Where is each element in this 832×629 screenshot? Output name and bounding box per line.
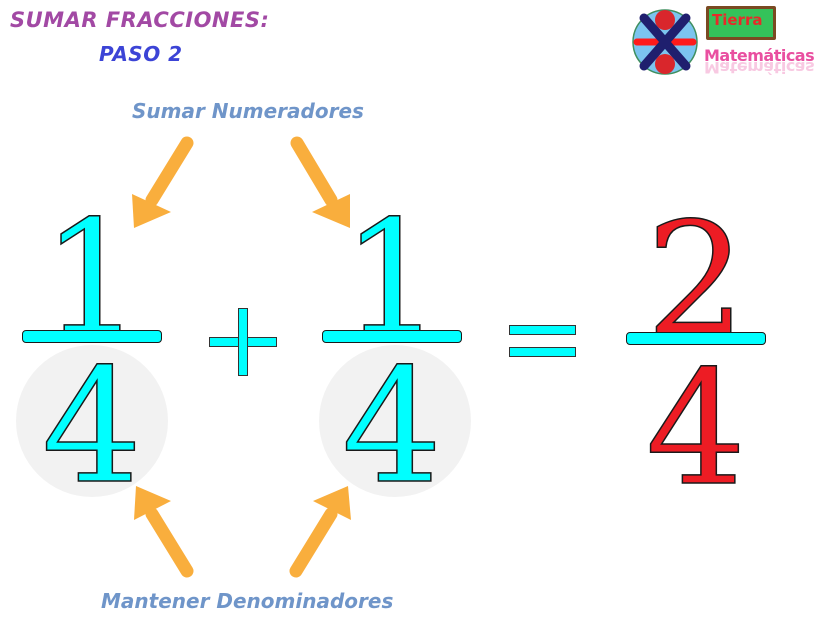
logo-x-icon: [632, 9, 698, 75]
result-denominator: 4: [645, 337, 747, 521]
logo-word-tierra: Tierra: [712, 11, 763, 29]
arrow-down-right-icon: [290, 136, 350, 228]
fraction2-bar: [322, 330, 462, 343]
fraction2-denominator: 4: [341, 335, 443, 519]
logo-word-matematicas: Matemáticas: [704, 46, 815, 65]
logo-board: Tierra: [706, 6, 776, 40]
equals-bottom-bar: [509, 347, 576, 357]
fraction1-bar: [22, 330, 162, 343]
denominator-highlight-1: [16, 345, 168, 497]
arrow-up-right-icon: [289, 486, 351, 578]
step-label: PASO 2: [99, 42, 183, 66]
keep-denominators-caption: Mantener Denominadores: [101, 589, 394, 613]
logo: Tierra Matemáticas Matemáticas: [628, 4, 832, 80]
arrow-down-left-icon: [132, 136, 194, 228]
arrow-up-left-icon: [134, 486, 194, 578]
plus-vertical: [238, 308, 248, 376]
plus-operator: [209, 308, 277, 376]
result-bar: [626, 332, 766, 345]
denominator-highlight-2: [319, 345, 471, 497]
page-title: SUMAR FRACCIONES:: [10, 8, 270, 32]
equals-top-bar: [509, 325, 576, 335]
sum-numerators-caption: Sumar Numeradores: [132, 99, 364, 123]
fraction1-denominator: 4: [41, 335, 143, 519]
equals-operator: [509, 325, 576, 358]
